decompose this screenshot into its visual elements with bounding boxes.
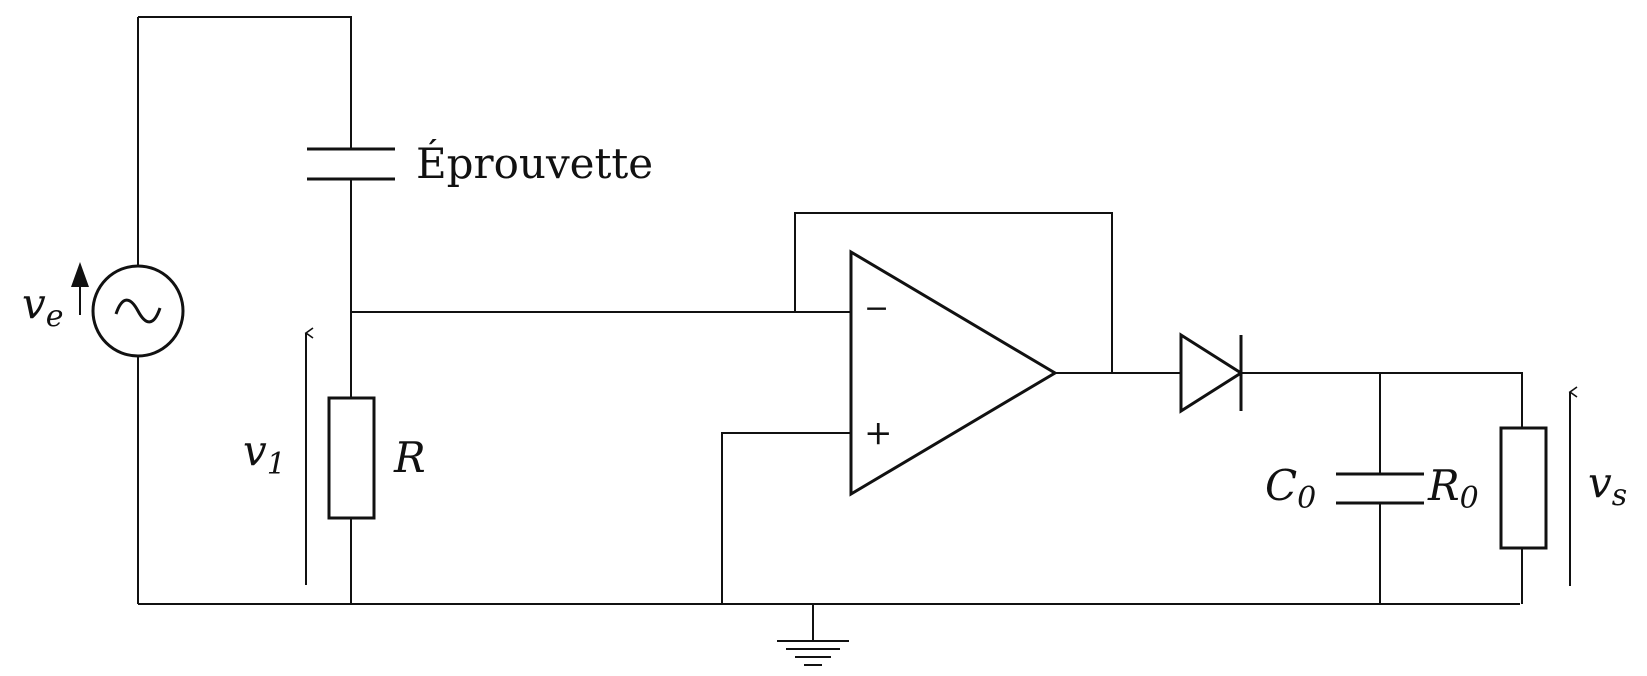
capacitor-c0: [1336, 373, 1424, 604]
ground-symbol: [777, 604, 849, 666]
resistor-r0: [1499, 426, 1548, 604]
resistor-r: [327, 396, 376, 520]
specimen-capacitor: [307, 147, 395, 181]
opamp-plus-sign: +: [864, 413, 893, 453]
resistor-r0-label: R0: [1427, 461, 1479, 516]
v1-label: v1: [243, 426, 286, 482]
ve-arrow: [71, 262, 89, 315]
wire-opamp-output: [1055, 372, 1523, 428]
capacitor-c0-label: C0: [1265, 461, 1316, 516]
output-voltage-label: vs: [1588, 458, 1627, 513]
opamp-minus-sign: −: [864, 291, 889, 326]
diode: [1179, 332, 1244, 414]
op-amp: [849, 249, 1058, 497]
wire-left-loop: [137, 16, 1520, 605]
wire-inverting-input: [351, 212, 1113, 373]
source-voltage-label: ve: [22, 279, 64, 334]
wire-noninverting-input: [721, 432, 851, 604]
resistor-r-label: R: [393, 433, 426, 482]
specimen-label: Éprouvette: [416, 138, 653, 188]
ac-source: [91, 264, 185, 358]
